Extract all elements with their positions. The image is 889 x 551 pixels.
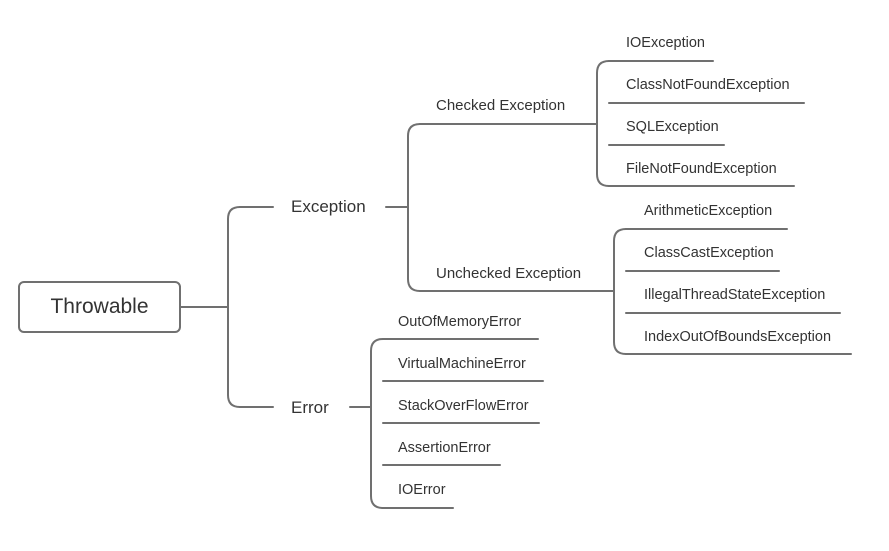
leaf-ioexception: IOException <box>626 35 705 51</box>
node-checked-exception: Checked Exception <box>436 97 566 114</box>
node-exception: Exception <box>291 197 366 216</box>
leaf-illegalthreadstateexception: IllegalThreadStateException <box>644 287 826 303</box>
leaf-virtualmachineerror: VirtualMachineError <box>398 356 526 372</box>
leaf-indexoutofboundsexception: IndexOutOfBoundsException <box>644 329 832 345</box>
connector-level1-trunk <box>227 206 241 408</box>
leaf-stackoverflowerror: StackOverFlowError <box>398 398 529 414</box>
leaf-classnotfoundexception: ClassNotFoundException <box>626 77 790 93</box>
leaf-assertionerror: AssertionError <box>398 440 491 456</box>
node-error: Error <box>291 398 329 417</box>
leaf-sqlexception: SQLException <box>626 119 719 135</box>
leaf-ioerror: IOError <box>398 482 446 498</box>
node-unchecked-exception: Unchecked Exception <box>436 265 582 282</box>
connector-error-trunk <box>370 338 384 509</box>
root-node-throwable: Throwable <box>18 281 181 333</box>
leaf-classcastexception: ClassCastException <box>644 245 774 261</box>
leaf-outofmemoryerror: OutOfMemoryError <box>398 314 522 330</box>
connector-unchecked-trunk <box>613 228 627 355</box>
root-label: Throwable <box>50 295 149 318</box>
connector-exception-trunk <box>407 123 421 292</box>
leaf-arithmeticexception: ArithmeticException <box>644 203 773 219</box>
connector-checked-trunk <box>596 60 610 187</box>
leaf-filenotfoundexception: FileNotFoundException <box>626 161 777 177</box>
